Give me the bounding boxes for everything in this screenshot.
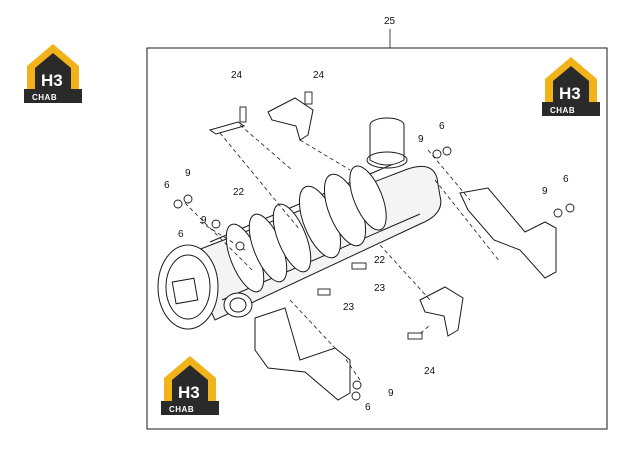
- svg-text:H3: H3: [178, 383, 200, 402]
- watermark-logo-bottom: H3 CHAB: [161, 356, 219, 415]
- callout-bolt-lower: 23: [343, 302, 355, 313]
- callout-top-left-bolt: 24: [231, 70, 243, 81]
- callout-clamp-mid: 22: [374, 255, 386, 266]
- callout-left-nut-2: 6: [178, 229, 184, 240]
- assembly-lines: [184, 124, 501, 381]
- assembly-frame: [146, 47, 608, 430]
- assembly-number: 25: [384, 16, 396, 27]
- callout-far-right-nut: 6: [563, 174, 569, 185]
- callout-right-washer: 9: [418, 134, 424, 145]
- svg-text:CHAB: CHAB: [32, 93, 57, 102]
- svg-text:H3: H3: [559, 84, 581, 103]
- silencer-body: [157, 117, 442, 330]
- svg-text:CHAB: CHAB: [169, 405, 194, 414]
- svg-text:H3: H3: [41, 71, 63, 90]
- callout-labels: 24 24 9 6 9 6 6 9 22 9 6 22 23 23 24 9 6: [164, 70, 569, 413]
- callout-clamp-upper-left: 22: [233, 187, 245, 198]
- callout-bolt-mid: 23: [374, 283, 386, 294]
- brackets: [208, 97, 557, 401]
- callout-bottom-right-bolt: 24: [424, 366, 436, 377]
- callout-right-nut: 6: [439, 121, 445, 132]
- fasteners: [173, 91, 575, 401]
- callout-left-nut: 6: [164, 180, 170, 191]
- svg-text:CHAB: CHAB: [550, 106, 575, 115]
- watermark-logo-right: H3 CHAB: [542, 57, 600, 116]
- callout-far-right-washer: 9: [542, 186, 548, 197]
- watermark-logo-left: H3 CHAB: [24, 44, 82, 103]
- callout-bottom-nut: 6: [365, 402, 371, 413]
- callout-left-washer-2: 9: [201, 215, 207, 226]
- callout-left-washer: 9: [185, 168, 191, 179]
- callout-bottom-washer: 9: [388, 388, 394, 399]
- callout-top-right-bolt: 24: [313, 70, 325, 81]
